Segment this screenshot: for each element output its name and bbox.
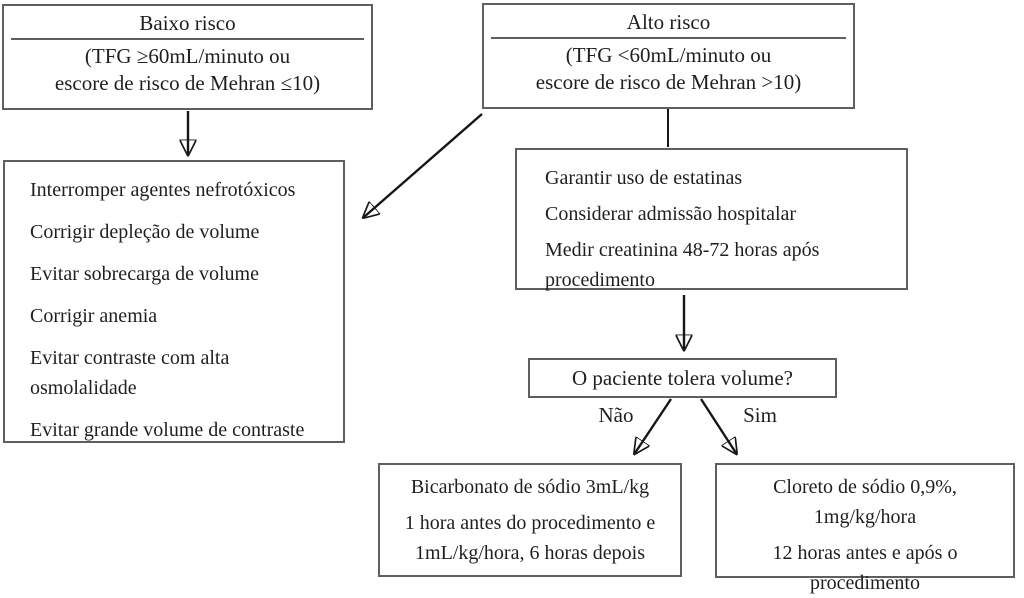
action-item: Corrigir depleção de volume (30, 221, 260, 243)
action-item: Garantir uso de estatinas (545, 167, 743, 189)
high-risk-criteria-line1: (TFG <60mL/minuto ou (565, 43, 772, 67)
action-item: Evitar sobrecarga de volume (30, 263, 259, 285)
high-risk-box: Alto risco (TFG <60mL/minuto ou escore d… (482, 3, 855, 109)
question-text: O paciente tolera volume? (572, 366, 793, 390)
high-risk-criteria-line2: escore de risco de Mehran >10) (535, 70, 802, 94)
chloride-line1: Cloreto de sódio 0,9%, 1mg/kg/hora (773, 476, 957, 528)
question-box: O paciente tolera volume? (528, 358, 837, 398)
low-risk-title: Baixo risco (11, 6, 364, 40)
bicarbonate-line2: 1 hora antes do procedimento e 1mL/kg/ho… (404, 512, 656, 564)
low-risk-box: Baixo risco (TFG ≥60mL/minuto ou escore … (2, 4, 373, 110)
action-item: Considerar admissão hospitalar (545, 203, 797, 225)
arrow-yes-branch (699, 398, 736, 453)
low-risk-criteria-line2: escore de risco de Mehran ≤10) (54, 71, 321, 95)
arrow-high-risk-to-low-actions (364, 113, 483, 217)
no-branch-label: Não (598, 403, 634, 427)
yes-branch-label: Sim (743, 403, 777, 427)
bicarbonate-line1: Bicarbonato de sódio 3mL/kg (410, 476, 650, 498)
chloride-line2: 12 horas antes e após o procedimento (772, 542, 958, 594)
high-risk-actions-box: Garantir uso de estatinas Considerar adm… (515, 148, 908, 291)
bicarbonate-treatment-box: Bicarbonato de sódio 3mL/kg 1 hora antes… (378, 463, 682, 577)
high-risk-title: Alto risco (491, 5, 846, 39)
action-item: Medir creatinina 48-72 horas após proced… (545, 239, 820, 291)
action-item: Evitar grande volume de contraste (30, 419, 305, 441)
low-risk-criteria-line1: (TFG ≥60mL/minuto ou (84, 44, 291, 68)
chloride-treatment-box: Cloreto de sódio 0,9%, 1mg/kg/hora 12 ho… (715, 463, 1015, 594)
action-item: Corrigir anemia (30, 305, 158, 327)
low-risk-actions-box: Interromper agentes nefrotóxicos Corrigi… (3, 160, 345, 443)
action-item: Interromper agentes nefrotóxicos (30, 179, 296, 201)
nephropathy-risk-flowchart: Baixo risco (TFG ≥60mL/minuto ou escore … (2, 3, 1015, 594)
action-item: Evitar contraste com alta osmolalidade (30, 347, 230, 399)
